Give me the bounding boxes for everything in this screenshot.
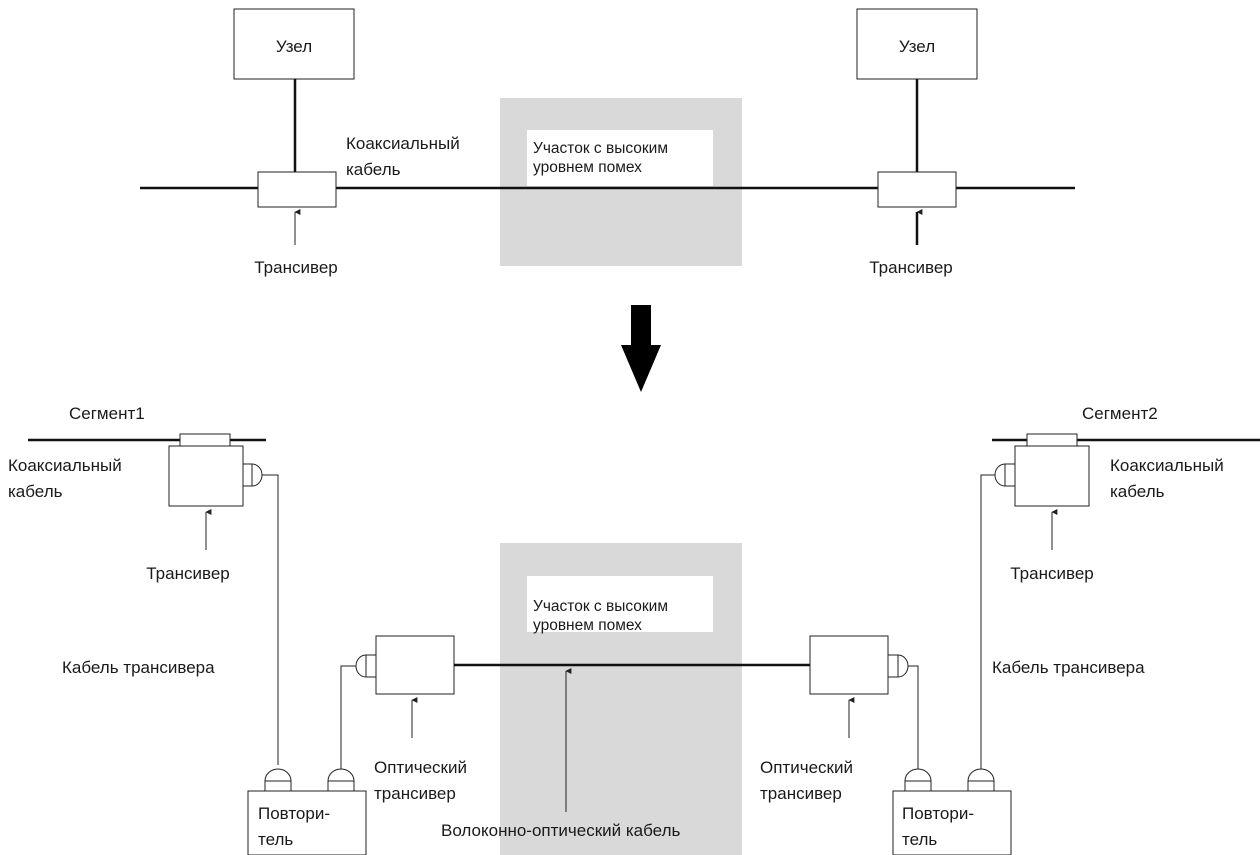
segment1-coax-label-1: Коаксиальный	[8, 456, 122, 475]
left-transceiver-cable	[262, 474, 279, 765]
optical-transceiver-right	[809, 635, 889, 695]
top-node-right-label: Узел	[899, 37, 935, 56]
left-transceiver-cable-label: Кабель трансивера	[62, 658, 215, 677]
top-noise-label-2: уровнем помех	[533, 159, 642, 176]
bottom-noise-label-bg	[527, 576, 713, 632]
right-optical-link	[908, 665, 919, 769]
top-noise-label-bg	[527, 130, 713, 186]
left-optical-link	[340, 665, 356, 769]
repeater-right-port-2-icon	[967, 768, 995, 791]
repeater-left-port-1-icon	[264, 768, 292, 791]
segment2-transceiver-label: Трансивер	[1010, 564, 1093, 583]
optical-transceiver-left	[375, 635, 455, 695]
repeater-left-label-2: тель	[258, 830, 293, 849]
segment2-coax-label-2: кабель	[1110, 482, 1165, 501]
segment1-label: Сегмент1	[69, 404, 145, 423]
bottom-noise-label-2: уровнем помех	[533, 617, 642, 634]
segment2-coax-label-1: Коаксиальный	[1110, 456, 1224, 475]
segment1-transceiver	[168, 445, 244, 507]
top-transceiver-left-label: Трансивер	[254, 258, 337, 277]
bottom-noise-label-1: Участок с высоким	[533, 598, 668, 615]
top-node-left-label: Узел	[276, 37, 312, 56]
top-transceiver-right	[877, 171, 957, 208]
fiber-cable-label: Волоконно-оптический кабель	[441, 821, 680, 840]
top-noise-label-1: Участок с высоким	[533, 140, 668, 157]
repeater-right	[892, 790, 1012, 855]
repeater-left-label-1: Повтори-	[258, 804, 330, 823]
repeater-right-port-1-icon	[904, 768, 932, 791]
top-coax-label-2: кабель	[346, 160, 401, 179]
repeater-left	[247, 790, 367, 855]
top-transceiver-right-label: Трансивер	[869, 258, 952, 277]
optical-transceiver-left-label-1: Оптический	[374, 758, 467, 777]
top-transceiver-left	[257, 171, 337, 208]
segment2-tap	[1026, 433, 1078, 447]
repeater-left-port-2-icon	[327, 768, 355, 791]
segment1-tap	[179, 433, 231, 447]
optical-transceiver-left-label-2: трансивер	[374, 784, 456, 803]
optical-transceiver-right-label-1: Оптический	[760, 758, 853, 777]
right-transceiver-cable-label: Кабель трансивера	[992, 658, 1145, 677]
right-transceiver-cable	[980, 474, 995, 769]
top-node-left	[233, 8, 355, 80]
top-node-right	[856, 8, 978, 80]
segment1-coax-label-2: кабель	[8, 482, 63, 501]
repeater-right-label-2: тель	[902, 830, 937, 849]
repeater-right-label-1: Повтори-	[902, 804, 974, 823]
optical-transceiver-right-label-2: трансивер	[760, 784, 842, 803]
down-arrow-icon	[621, 305, 661, 392]
segment1-transceiver-label: Трансивер	[146, 564, 229, 583]
segment2-label: Сегмент2	[1082, 404, 1158, 423]
top-coax-label-1: Коаксиальный	[346, 134, 460, 153]
segment2-transceiver	[1014, 445, 1090, 507]
